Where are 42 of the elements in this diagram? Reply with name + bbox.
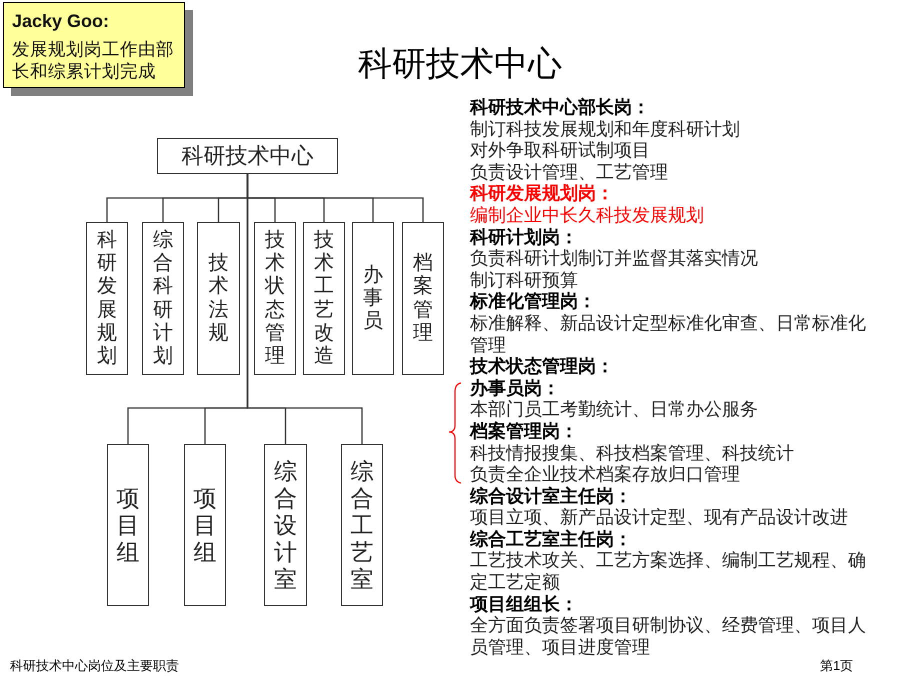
page-title: 科研技术中心 — [358, 44, 562, 84]
org-box: 技术法规 — [197, 222, 240, 375]
org-box: 项目组 — [107, 444, 149, 606]
duty-text: 标准解释、新品设计定型标准化审查、日常标准化管理 — [470, 312, 867, 356]
duty-text: 编制企业中长久科技发展规划 — [470, 204, 704, 227]
duty-text: 全方面负责签署项目研制协议、经费管理、项目人员管理、项目进度管理 — [470, 615, 867, 658]
org-box: 综合工艺室 — [341, 444, 383, 606]
footer-text: 科研技术中心岗位及主要职责 — [10, 658, 179, 674]
duty-text: 制订科技发展规划和年度科研计划 — [470, 118, 740, 140]
duty-heading: 综合设计室主任岗： — [470, 486, 632, 508]
org-box: 技术状态管理 — [254, 222, 296, 375]
duty-text: 负责科研计划制订并监督其落实情况 — [470, 248, 758, 270]
duty-text: 负责全企业技术档案存放归口管理 — [470, 464, 740, 486]
duty-text: 本部门员工考勤统计、日常办公服务 — [470, 399, 758, 421]
duty-heading: 标准化管理岗： — [470, 291, 596, 313]
duty-text: 制订科研预算 — [470, 270, 578, 292]
org-box: 综合科研计划 — [142, 222, 184, 375]
duty-heading: 项目组组长： — [470, 594, 578, 616]
org-box: 综合设计室 — [264, 444, 307, 606]
note-card — [3, 2, 193, 96]
duty-heading: 办事员岗： — [470, 378, 560, 400]
org-box: 科研技术中心 — [157, 138, 338, 174]
duty-text: 工艺技术攻关、工艺方案选择、编制工艺规程、确定工艺定额 — [470, 550, 867, 594]
duty-heading: 科研技术中心部长岗： — [470, 97, 650, 119]
duty-text: 项目立项、新产品设计定型、现有产品设计改进 — [470, 507, 848, 529]
org-box: 办事员 — [352, 222, 394, 375]
duty-heading: 科研发展规划岗： — [470, 183, 614, 205]
page-number: 第1页 — [820, 658, 854, 674]
org-box: 项目组 — [184, 444, 226, 606]
duty-text: 科技情报搜集、科技档案管理、科技统计 — [470, 442, 794, 464]
org-box: 技术工艺改造 — [303, 222, 345, 375]
duty-text: 对外争取科研试制项目 — [470, 140, 650, 162]
org-box: 科研发展规划 — [86, 222, 128, 375]
duty-text: 负责设计管理、工艺管理 — [470, 162, 668, 184]
connector-line — [246, 174, 363, 444]
duty-heading: 综合工艺室主任岗： — [470, 528, 632, 550]
org-box: 档案管理 — [402, 222, 444, 375]
duty-heading: 技术状态管理岗： — [470, 356, 614, 378]
note-author: Jacky Goo: — [12, 10, 110, 32]
note-text: 发展规划岗工作由部长和综累计划完成 — [12, 38, 175, 82]
duty-heading: 科研计划岗： — [470, 226, 578, 248]
duty-heading: 档案管理岗： — [470, 420, 578, 442]
